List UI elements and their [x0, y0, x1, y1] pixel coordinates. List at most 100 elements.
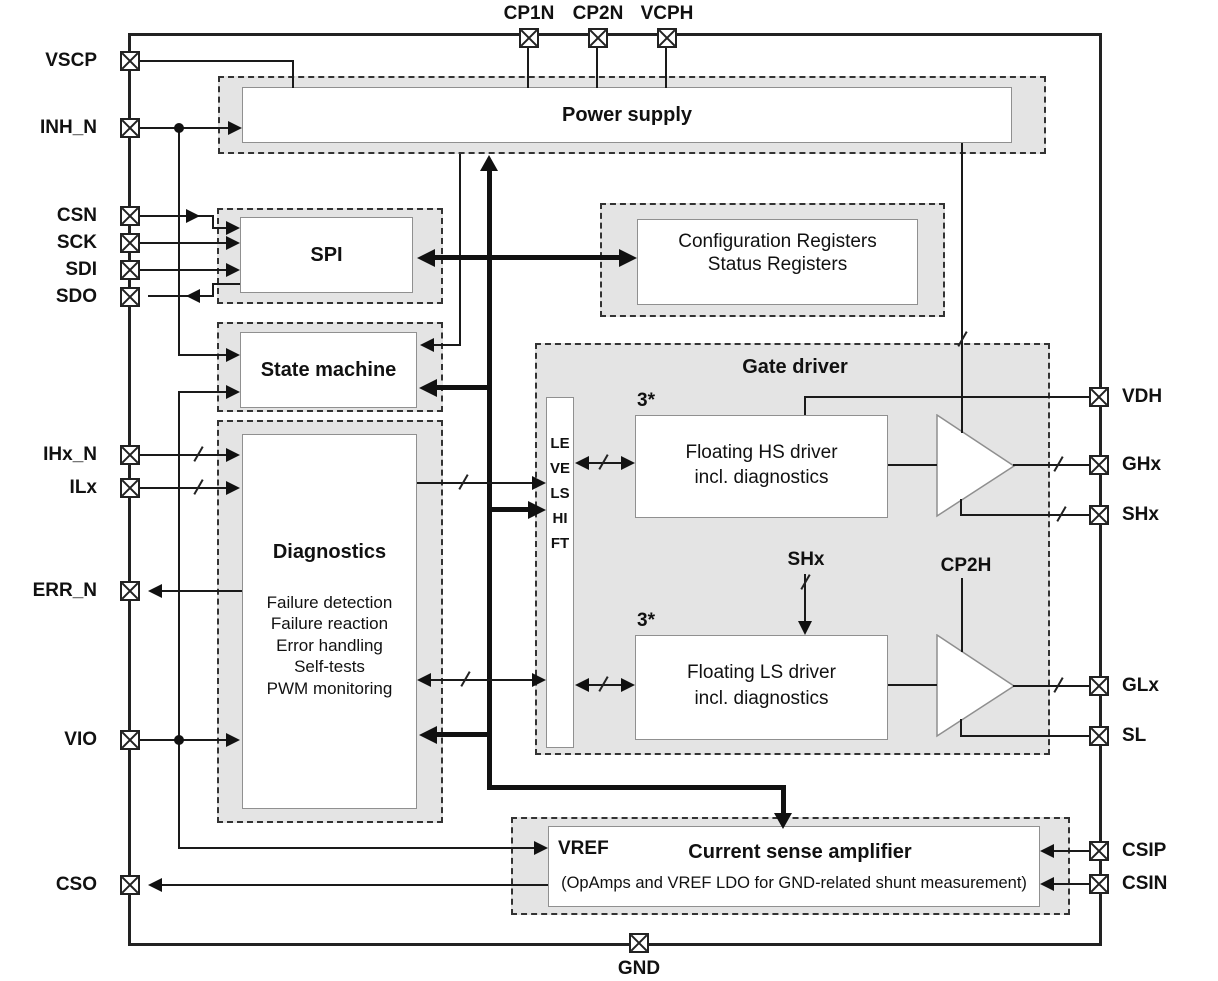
wire-hs-vdh — [804, 396, 1090, 398]
spi-title: SPI — [310, 244, 343, 266]
wire-vio-to-sm — [178, 391, 228, 393]
diagnostics-item: Failure reaction — [270, 614, 389, 633]
wire-ghx — [1013, 464, 1090, 466]
arrowhead — [226, 348, 240, 362]
arrowhead — [148, 584, 162, 598]
wire-vscp — [292, 60, 294, 88]
hs-multiplier-label: 3* — [637, 390, 655, 411]
wire-csn — [212, 227, 228, 229]
pin-vcph — [657, 28, 677, 48]
current-sense-subtitle: (OpAmps and VREF LDO for GND-related shu… — [561, 874, 1027, 892]
pin-label-sdi: SDI — [65, 259, 97, 280]
pin-label-vio: VIO — [64, 729, 97, 750]
arrowhead — [1040, 877, 1054, 891]
diagnostics-title: Diagnostics — [272, 541, 387, 563]
diagnostics-item: Self-tests — [294, 657, 365, 676]
wire-ls-to-buffer — [888, 684, 937, 686]
wire-ihx — [140, 454, 228, 456]
hs-driver-line1: Floating HS driver — [685, 442, 838, 463]
arrowhead — [226, 481, 240, 495]
wire-vcph — [665, 44, 667, 88]
pin-label-csin: CSIN — [1122, 873, 1168, 894]
pin-label-sl: SL — [1122, 725, 1147, 746]
diagnostics-innerbox — [242, 434, 417, 809]
wire-csn — [212, 215, 214, 229]
pin-label-csn: CSN — [56, 205, 97, 226]
wire-csip — [1054, 850, 1090, 852]
diagnostics-item: Error handling — [276, 636, 383, 655]
spi-bus-vertical — [487, 168, 492, 790]
pin-ihx-n — [120, 445, 140, 465]
state-machine-innerbox — [240, 332, 417, 408]
arrowhead — [532, 476, 546, 490]
registers-line1: Configuration Registers — [678, 231, 877, 252]
pin-label-err-n: ERR_N — [32, 580, 97, 601]
pin-vscp — [120, 51, 140, 71]
pin-label-glx: GLx — [1122, 675, 1159, 696]
wire-sdo — [212, 283, 240, 285]
pin-ghx — [1089, 455, 1109, 475]
arrowhead — [575, 678, 589, 692]
diagnostics-item: Failure detection — [266, 593, 393, 612]
vref-label: VREF — [558, 838, 609, 859]
pin-csn — [120, 206, 140, 226]
bus-to-diagnostics — [437, 732, 489, 737]
wire-ps-to-sm — [434, 344, 461, 346]
pin-label-shx: SHx — [1122, 504, 1159, 525]
bus-arrowhead — [480, 155, 498, 171]
wire-sck — [140, 242, 228, 244]
gate-driver-title: Gate driver — [742, 356, 848, 378]
pin-label-vdh: VDH — [1122, 386, 1163, 407]
wire-cp2h-to-ls-buffer — [961, 578, 963, 652]
spi-registers-bus — [433, 255, 621, 260]
arrowhead — [226, 733, 240, 747]
shx-internal-label: SHx — [787, 549, 825, 570]
bus-arrowhead — [619, 249, 637, 267]
power-supply-title: Power supply — [561, 104, 693, 126]
pin-label-sck: SCK — [56, 232, 97, 253]
pin-cp1n — [519, 28, 539, 48]
pin-shx — [1089, 505, 1109, 525]
registers-line2: Status Registers — [707, 254, 848, 275]
wire-vio-down — [178, 740, 180, 849]
wire-err — [150, 590, 242, 592]
registers-innerbox — [637, 219, 918, 305]
arrowhead — [532, 673, 546, 687]
bus-arrowhead — [774, 813, 792, 829]
pin-csin — [1089, 874, 1109, 894]
wire-lshift-ls — [577, 684, 633, 686]
arrowhead — [226, 385, 240, 399]
hs-driver-line2: incl. diagnostics — [694, 467, 829, 488]
pin-sdi — [120, 260, 140, 280]
wire-cp1n — [527, 44, 529, 88]
pin-sl — [1089, 726, 1109, 746]
bus-arrowhead — [419, 379, 437, 397]
arrowhead — [1040, 844, 1054, 858]
wire-cso — [150, 884, 548, 886]
wire-shx — [960, 499, 962, 516]
wire-sdi — [140, 269, 228, 271]
arrowhead — [186, 209, 200, 223]
ls-buffer-triangle — [936, 634, 1016, 738]
pin-label-vscp: VSCP — [45, 50, 97, 71]
current-sense-innerbox — [548, 826, 1040, 907]
junction-dot — [174, 735, 184, 745]
pin-inh-n — [120, 118, 140, 138]
wire-shx — [960, 514, 1090, 516]
pin-gnd — [629, 933, 649, 953]
pin-label-ihx-n: IHx_N — [43, 444, 97, 465]
wire-sl — [960, 735, 1090, 737]
arrowhead — [798, 621, 812, 635]
pin-vio — [120, 730, 140, 750]
wire-ilx — [140, 487, 228, 489]
arrowhead — [228, 121, 242, 135]
arrowhead — [148, 878, 162, 892]
arrowhead — [226, 448, 240, 462]
wire-shx-to-ls — [804, 574, 806, 623]
arrowhead — [575, 456, 589, 470]
arrowhead — [621, 456, 635, 470]
pin-label-csip: CSIP — [1122, 840, 1167, 861]
pin-sdo — [120, 287, 140, 307]
wire-lshift-hs — [577, 462, 633, 464]
wire-csin — [1054, 883, 1090, 885]
